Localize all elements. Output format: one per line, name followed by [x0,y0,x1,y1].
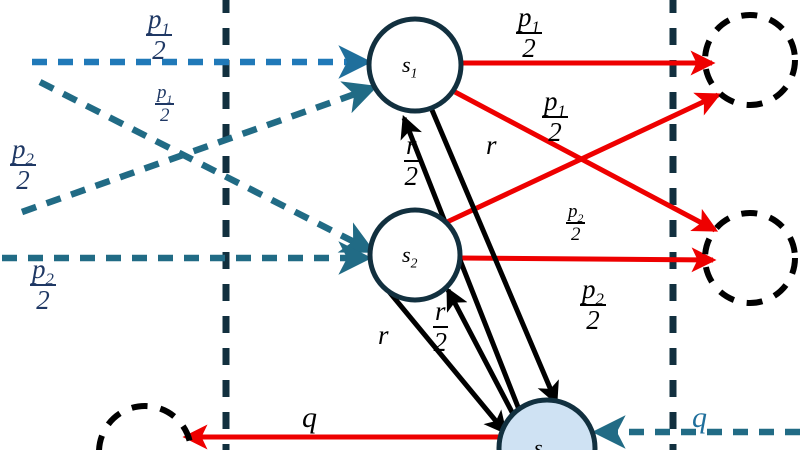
label-out-p1-over-2-mid: p1 2 [542,86,568,147]
node-s3[interactable] [496,397,598,450]
edge-out-s2-to-out2 [459,247,717,273]
node-label-s3: s3 [534,435,549,450]
nodes [96,12,798,450]
label-out-p2-over-2-mid: p2 2 [566,201,586,245]
label-in-p1-over-2-top: p1 2 [146,4,172,65]
edge-s3-to-s2-r-half [445,287,516,416]
label-r-upper-right: r [486,130,497,160]
internal-edges [384,109,559,435]
edge-out-s1-to-out2 [453,89,719,233]
outgoing-edges [182,50,722,450]
node-label-s2: s2 [402,242,418,271]
label-r-over-2-upper: r 2 [404,130,419,191]
edge-out-s2-to-out1 [445,92,722,225]
label-r-lower-left: r [378,320,389,350]
partition-lines [222,0,677,450]
edge-s1-to-s3-r [429,109,559,405]
edge-in-p2-half-to-s1 [20,81,378,216]
label-out-p2-over-2-low: p2 2 [580,274,606,335]
node-s1[interactable] [366,16,464,114]
label-q-black: q [302,401,317,434]
node-s2[interactable] [367,207,463,303]
edge-in-p2-half-to-s2 [38,79,376,253]
incoming-edges [2,45,800,449]
node-out3-dashed[interactable] [96,403,194,450]
edge-s2-to-s3-r [384,286,508,435]
node-label-s1: s1 [402,52,418,81]
label-in-p2-over-2-left: p2 2 [10,134,36,195]
edge-s3-to-s1-r-half [400,115,523,413]
label-in-p1-over-2-mid: p1 2 [155,82,175,126]
label-out-p1-over-2-top: p1 2 [516,2,542,63]
label-r-over-2-lower: r 2 [433,296,448,357]
label-in-p2-over-2-low: p2 2 [30,254,56,315]
node-out1-dashed[interactable] [702,12,798,108]
label-q-teal: q [692,401,707,434]
node-out2-dashed[interactable] [702,210,798,306]
